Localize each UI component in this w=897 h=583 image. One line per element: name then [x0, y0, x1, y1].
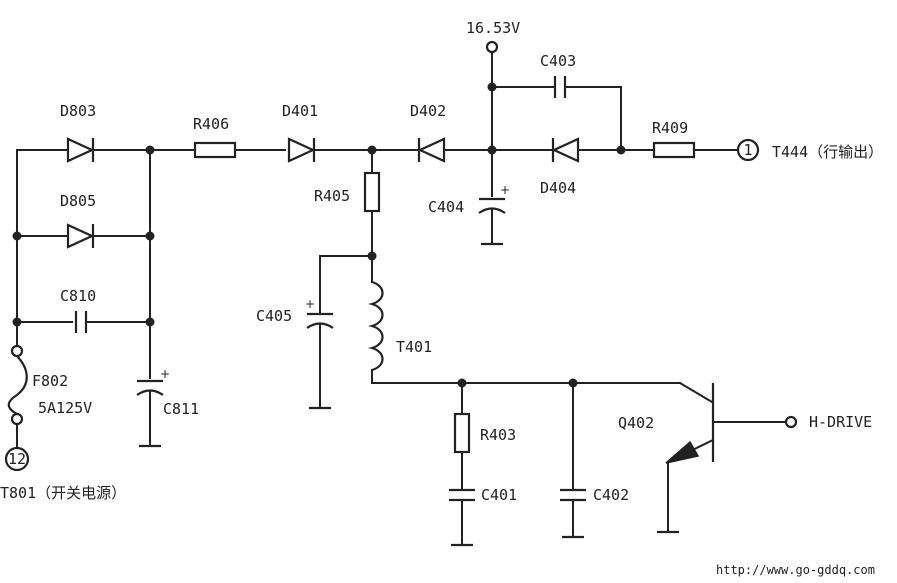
capacitor-c810: [74, 311, 151, 333]
label-t801: T801（开关电源）: [0, 484, 126, 502]
resistor-r409: [652, 141, 739, 159]
label-f802-rating: 5A125V: [38, 399, 92, 417]
label-hdrive: H-DRIVE: [809, 413, 872, 431]
label-c402: C402: [593, 486, 629, 504]
transistor-q402: [657, 381, 798, 534]
label-d404: D404: [540, 179, 576, 197]
label-c403: C403: [540, 52, 576, 70]
label-t444: T444（行输出）: [772, 143, 883, 161]
label-c404: C404: [428, 198, 464, 216]
label-d803: D803: [60, 102, 96, 120]
label-d402: D402: [410, 102, 446, 120]
fuse-f802: [7, 344, 28, 449]
coil-t401: [368, 280, 681, 384]
label-r406: R406: [193, 115, 229, 133]
terminal-1-label: 1: [743, 141, 752, 159]
terminal-12: 12: [4, 446, 30, 472]
label-r409: R409: [652, 119, 688, 137]
label-q402: Q402: [618, 414, 654, 432]
label-r405: R405: [314, 187, 350, 205]
capacitor-c403: [491, 76, 622, 151]
capacitor-c405: +: [305, 255, 373, 410]
diode-d803: [61, 137, 151, 163]
capacitor-c811: +: [136, 367, 170, 448]
label-c405: C405: [256, 307, 292, 325]
terminal-12-label: 12: [8, 450, 26, 468]
capacitor-c404: +: [478, 149, 510, 246]
left-rail: [16, 149, 73, 346]
label-d401: D401: [282, 102, 318, 120]
label-c401: C401: [481, 486, 517, 504]
resistor-r406: [149, 141, 286, 159]
label-t401: T401: [396, 338, 432, 356]
resistor-r403: [453, 382, 471, 489]
capacitor-c402: [560, 382, 586, 539]
c811-plus: +: [160, 367, 170, 381]
watermark-url: http://www.go-gddq.com: [716, 563, 875, 577]
c405-plus: +: [305, 297, 315, 311]
supply-16v-node: [485, 40, 499, 151]
resistor-r405: [363, 149, 381, 283]
label-d805: D805: [60, 192, 96, 210]
terminal-1: 1: [736, 138, 760, 162]
label-c810: C810: [60, 287, 96, 305]
c404-plus: +: [500, 183, 510, 197]
label-c811: C811: [163, 400, 199, 418]
diode-d404: [551, 137, 655, 163]
diode-d805: [61, 223, 151, 249]
diode-d402: [371, 137, 553, 163]
label-voltage: 16.53V: [466, 19, 520, 37]
label-r403: R403: [480, 426, 516, 444]
capacitor-c401: [449, 488, 475, 547]
diode-d401: [287, 137, 373, 163]
junctions: [12, 82, 626, 388]
label-f802: F802: [32, 372, 68, 390]
